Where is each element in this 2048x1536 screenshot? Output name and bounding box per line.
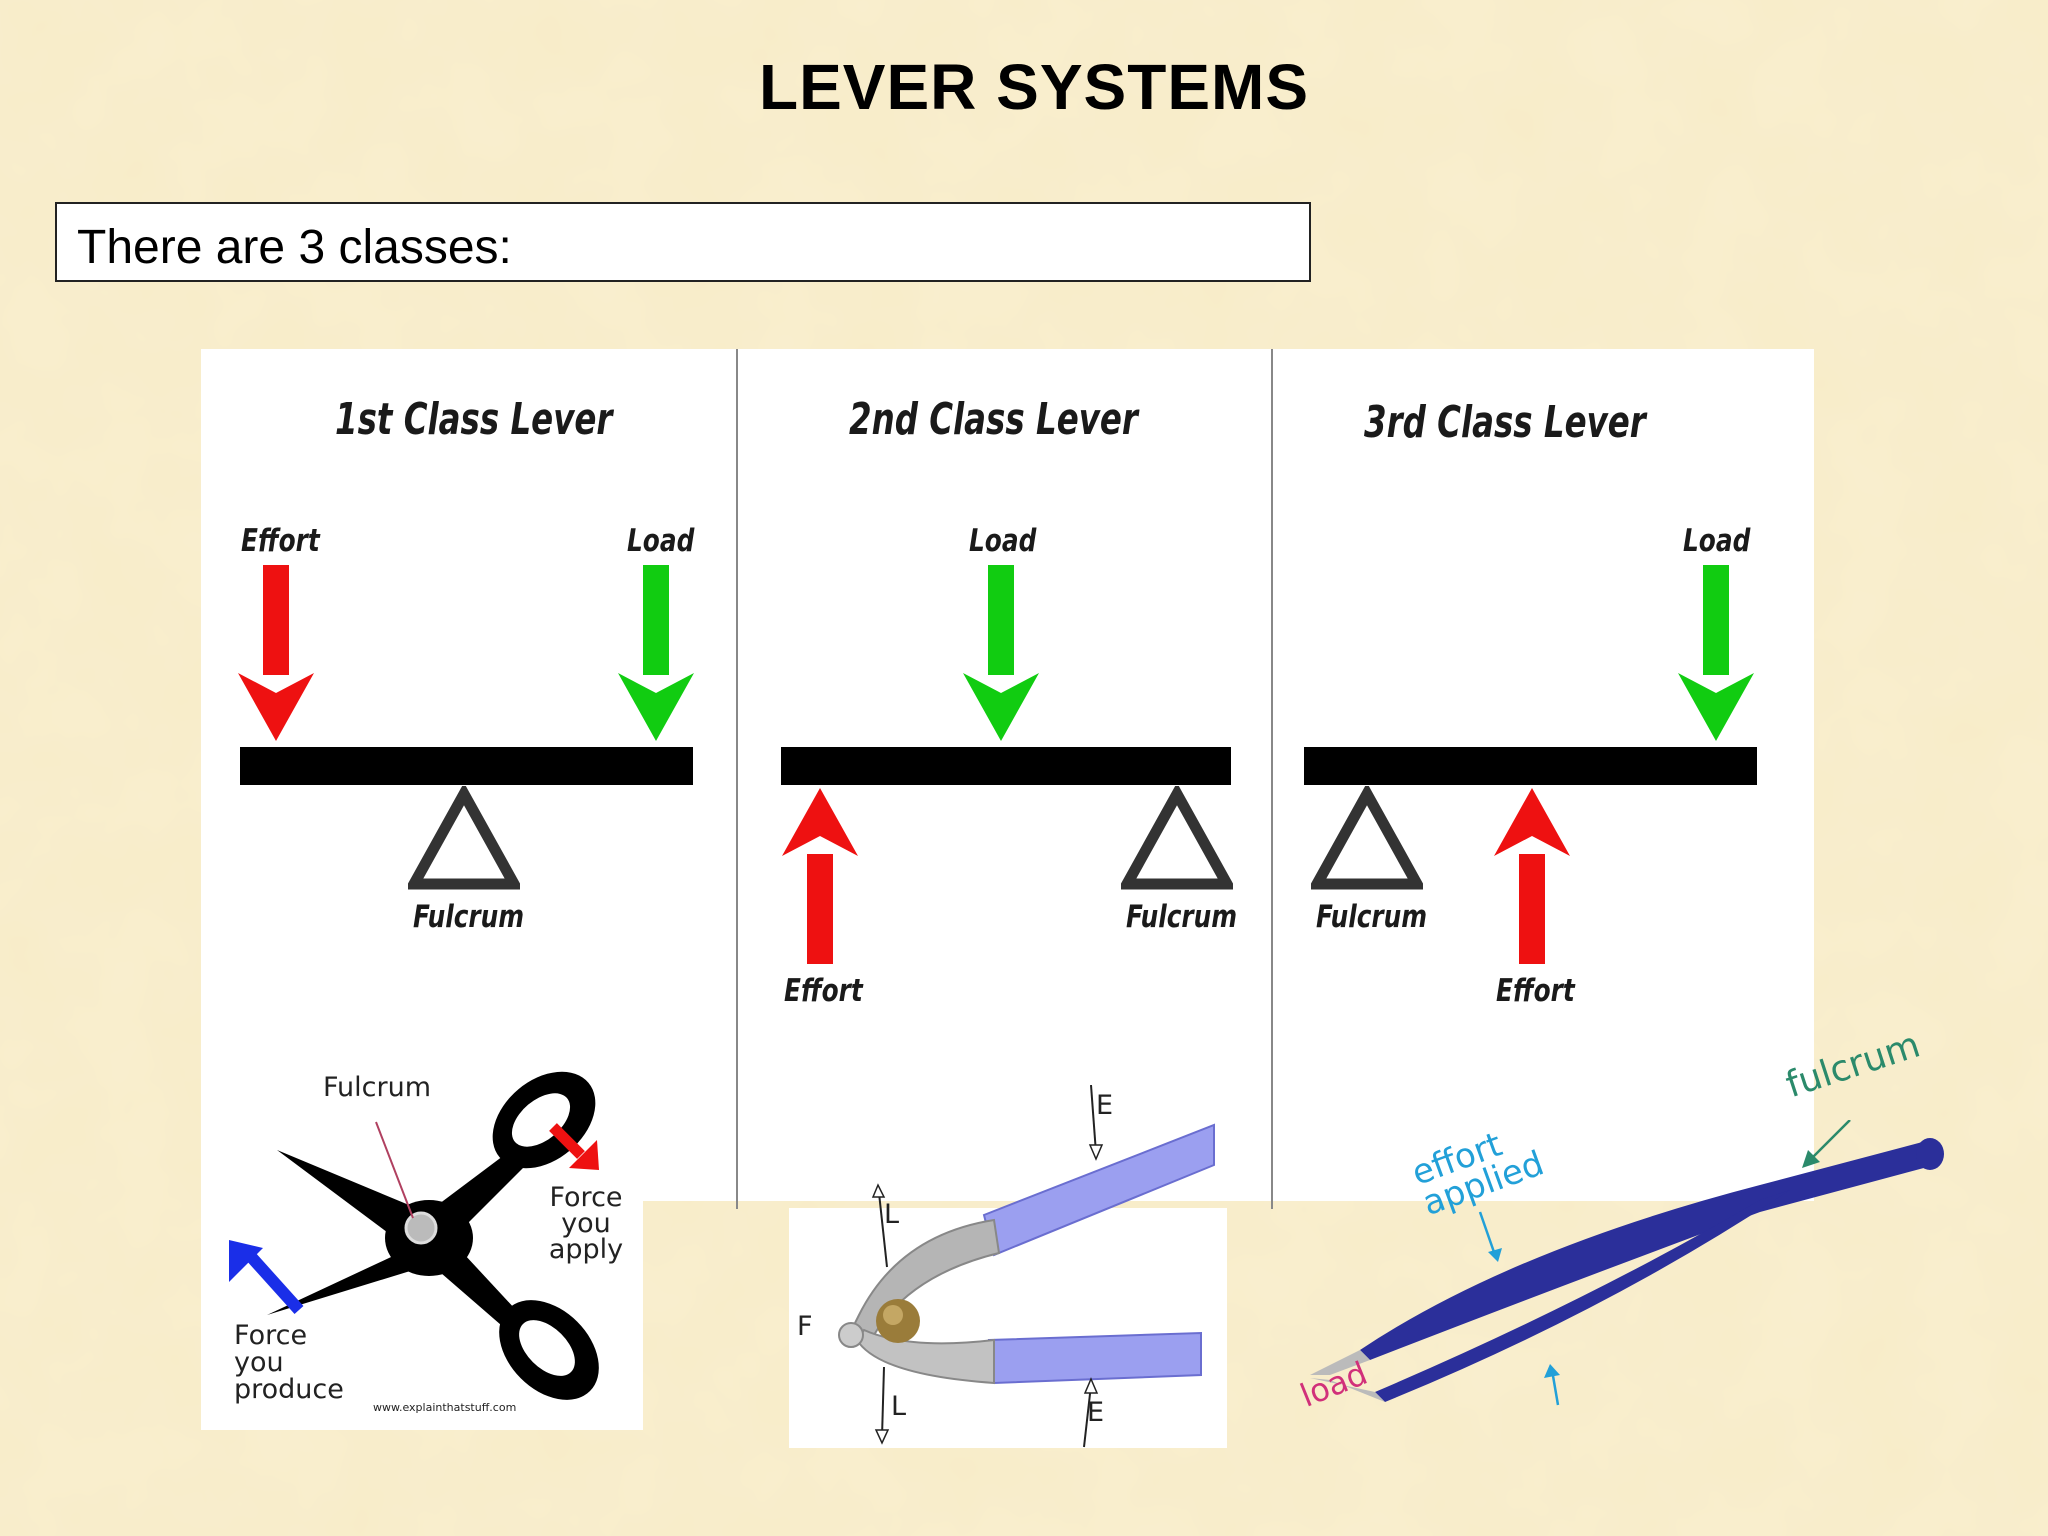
effort-label: Effort: [241, 523, 320, 559]
load-arrow-down: [618, 565, 694, 741]
lever-beam: [1304, 747, 1757, 785]
load-arrow-down: [963, 565, 1039, 741]
nutcracker-load-top-label: L: [884, 1199, 900, 1230]
fulcrum-triangle: [1311, 786, 1423, 890]
force-you-produce-label: Force you produce: [234, 1322, 344, 1403]
credit-text: www.explainthatstuff.com: [373, 1401, 517, 1414]
produce-line: produce: [234, 1374, 344, 1405]
page-title: LEVER SYSTEMS: [759, 51, 1309, 123]
fulcrum-label: Fulcrum: [1126, 899, 1238, 935]
force-you-apply-label: Force you apply: [546, 1182, 626, 1265]
panel-divider: [1271, 349, 1273, 1209]
nutcracker-image: [838, 1085, 1215, 1448]
nutcracker-load-bottom-label: L: [891, 1391, 907, 1422]
nutcracker-effort-top-label: E: [1096, 1090, 1114, 1121]
apply-line: Force: [549, 1182, 623, 1213]
lever-beam: [240, 747, 693, 785]
tweezers-image: [1310, 1120, 1944, 1406]
lever-beam: [781, 747, 1231, 785]
lever-title: 1st Class Lever: [335, 394, 613, 445]
effort-arrow-down: [238, 565, 314, 741]
produce-line: you: [234, 1347, 284, 1378]
effort-arrow-up: [782, 788, 858, 964]
load-arrow-down: [1678, 565, 1754, 741]
scissors-fulcrum-label: Fulcrum: [323, 1072, 432, 1103]
nutcracker-fulcrum-label: F: [797, 1311, 813, 1342]
load-label: Load: [1683, 523, 1751, 559]
effort-arrow-up: [1494, 788, 1570, 964]
nutcracker-effort-bottom-label: E: [1087, 1397, 1105, 1428]
scissors-image: [229, 1071, 599, 1400]
fulcrum-triangle: [408, 786, 520, 890]
fulcrum-label: Fulcrum: [1316, 899, 1428, 935]
produce-line: Force: [234, 1320, 308, 1351]
fulcrum-triangle: [1121, 786, 1233, 890]
lever-title: 3rd Class Lever: [1364, 397, 1646, 448]
effort-label: Effort: [784, 973, 863, 1009]
fulcrum-label: Fulcrum: [413, 899, 525, 935]
scissors-illustration: Fulcrum Force you apply Force you produc…: [201, 1060, 643, 1430]
intro-text: There are 3 classes:: [77, 221, 512, 274]
lever-title: 2nd Class Lever: [849, 394, 1138, 445]
load-label: Load: [969, 523, 1037, 559]
load-label: Load: [627, 523, 695, 559]
intro-box: There are 3 classes:: [55, 202, 1311, 282]
effort-label: Effort: [1496, 973, 1575, 1009]
apply-line: you: [561, 1208, 611, 1239]
panel-divider: [736, 349, 738, 1209]
apply-line: apply: [548, 1234, 624, 1265]
